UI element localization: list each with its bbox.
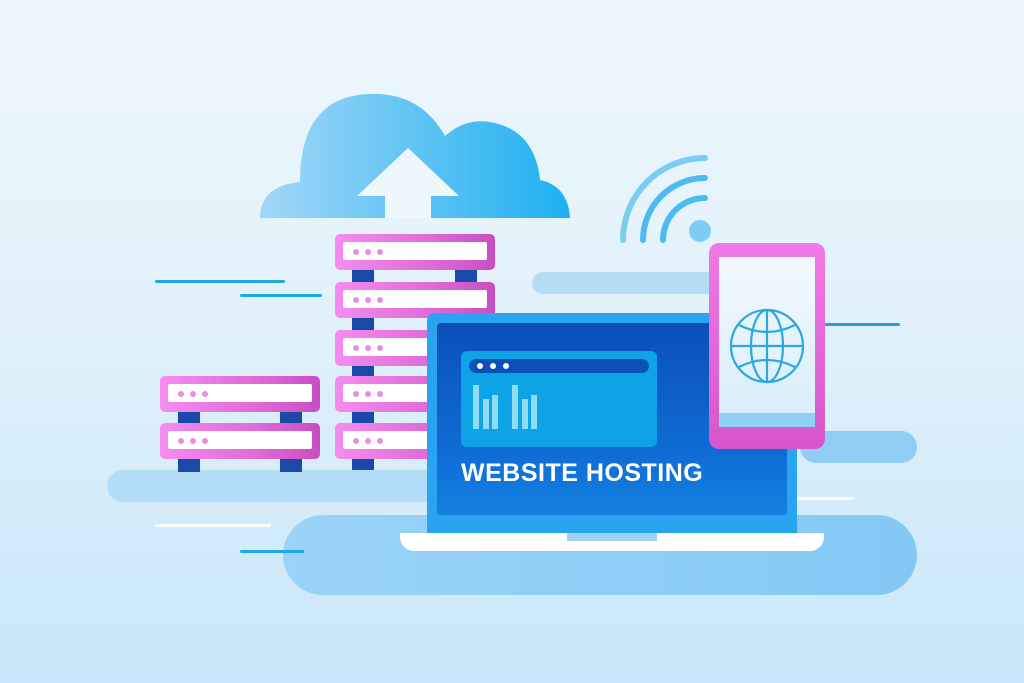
hero-title: WEBSITE HOSTING: [461, 459, 704, 487]
cloud-upload-icon: [260, 93, 570, 218]
smartphone: [709, 243, 825, 449]
laptop-notch: [567, 533, 657, 541]
globe-icon: [729, 308, 805, 384]
browser-window: [461, 351, 657, 447]
laptop-base: [400, 533, 824, 551]
bg-pill-top: [532, 272, 762, 294]
browser-address-bar: [469, 359, 649, 373]
speed-line: [240, 550, 304, 553]
speed-line: [155, 524, 271, 527]
speed-line: [808, 323, 900, 326]
speed-line: [240, 294, 322, 297]
bar-chart-icon: [473, 385, 537, 429]
wifi-icon: [620, 155, 711, 243]
speed-line: [155, 280, 285, 283]
